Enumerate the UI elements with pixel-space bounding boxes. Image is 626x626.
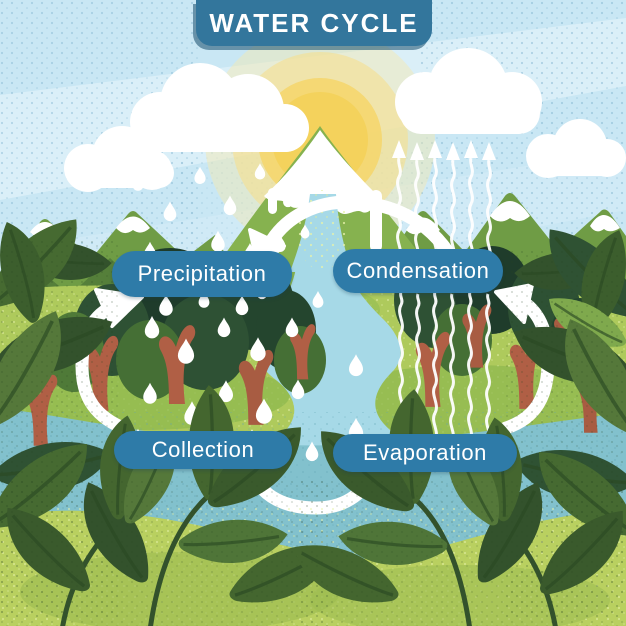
- stage-label-evaporation: Evaporation: [333, 434, 517, 472]
- stage-label-condensation: Condensation: [333, 249, 503, 293]
- title-banner: WATER CYCLE: [196, 0, 432, 46]
- stage-label-precipitation: Precipitation: [112, 251, 292, 297]
- foliage-bottom-left: [0, 383, 336, 626]
- snow-cap-icon: [264, 130, 380, 214]
- page-title: WATER CYCLE: [209, 7, 419, 38]
- cloud-icon: [395, 48, 542, 134]
- foliage-bottom-right: [292, 387, 626, 626]
- melt-drips: [268, 188, 382, 252]
- clouds: [64, 48, 626, 192]
- cloud-icon: [64, 126, 174, 192]
- cloud-icon: [526, 119, 626, 178]
- cycle-arrow-top: [265, 195, 455, 259]
- stage-label-collection: Collection: [114, 431, 292, 469]
- evaporation-arrowheads: [392, 140, 496, 160]
